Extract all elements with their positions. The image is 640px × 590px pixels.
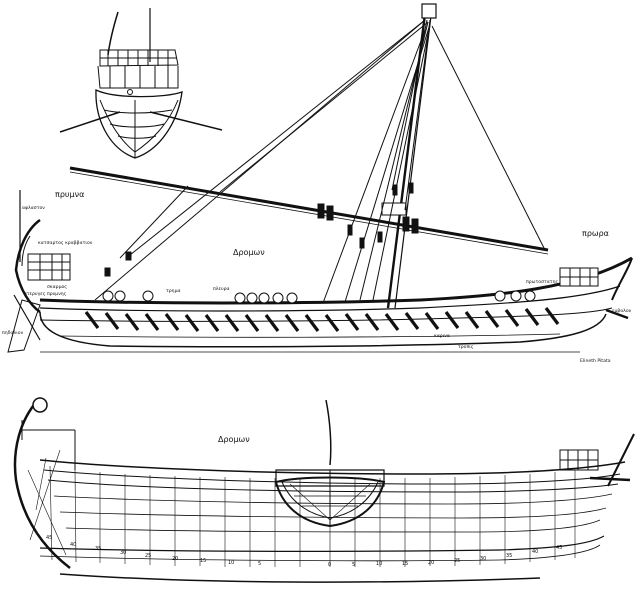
station-numbers: 45 40 35 30 25 20 15 10 5 0 5 10 15 20 2…: [46, 535, 562, 568]
station-aft-20: 20: [172, 556, 178, 562]
station-aft-35: 35: [95, 546, 101, 552]
label-mid-right: πρωτοστατης: [526, 280, 558, 285]
station-aft-25: 25: [145, 553, 151, 559]
label-stern-word: πρυμνα: [55, 190, 84, 199]
station-fore-30: 30: [480, 556, 486, 562]
station-fore-35: 35: [506, 553, 512, 559]
longitudinal-section-view: [13, 397, 635, 583]
label-stern-left: σκαρμος: [47, 285, 67, 290]
station-fore-45: 45: [556, 545, 562, 551]
station-fore-25: 25: [454, 558, 460, 564]
label-aplustre: αφλαστον: [22, 205, 45, 211]
station-aft-10: 10: [228, 560, 234, 566]
label-cabin: κατσαρτος κραββατιον: [38, 240, 93, 246]
station-fore-20: 20: [428, 560, 434, 566]
label-ram: εμβολον: [612, 308, 632, 314]
station-aft-15: 15: [200, 558, 206, 564]
station-fore-5: 5: [352, 562, 355, 568]
label-bottom-title: Δρομων: [218, 435, 250, 444]
station-aft-30: 30: [120, 550, 126, 556]
label-signature: Elineth Pitata: [580, 358, 611, 364]
label-top-title: Δρομων: [233, 248, 265, 257]
label-rowing-port: τρημα: [166, 289, 181, 294]
cross-section-view: [59, 8, 223, 159]
label-keel: καρινα: [434, 334, 450, 339]
label-bow-word: πρωρα: [582, 229, 609, 238]
label-rudder: πηδαλιον: [2, 330, 24, 336]
label-stern-lower: πτερυγες πρυμνης: [24, 292, 67, 297]
label-bottom-keel: τροπις: [458, 345, 474, 350]
station-fore-15: 15: [402, 561, 408, 567]
station-aft-5: 5: [258, 561, 261, 567]
station-fore-10: 10: [376, 561, 382, 567]
station-fore-40: 40: [532, 549, 538, 555]
station-aft-40: 40: [70, 542, 76, 548]
label-middle-deck: πλευρα: [213, 286, 230, 292]
side-elevation-view: [7, 3, 633, 353]
drawing-labels: Δρομων Δρομων πρυμνα πρωρα αφλαστον κατσ…: [2, 190, 632, 444]
station-mid-0: 0: [328, 562, 331, 568]
station-aft-45: 45: [46, 535, 52, 541]
